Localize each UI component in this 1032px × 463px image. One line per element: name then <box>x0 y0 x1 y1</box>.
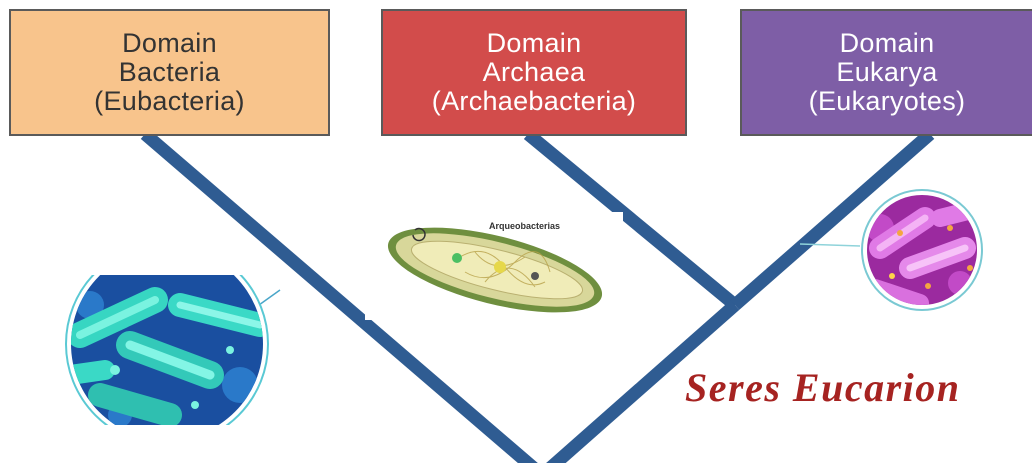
domain-eukarya-line2: Eukarya <box>836 57 938 87</box>
branch-eukarya <box>730 129 935 310</box>
archaea-image-label: Arqueobacterias <box>489 221 561 231</box>
domain-eukarya-line1: Domain <box>839 28 935 58</box>
domain-archaea-line3: (Archaebacteria) <box>431 86 637 116</box>
domain-archaea-line1: Domain <box>486 28 582 58</box>
eukarya-illustration <box>800 189 983 311</box>
domain-bacteria-box: Domain Bacteria (Eubacteria) <box>9 9 330 136</box>
domain-archaea-box: Domain Archaea (Archaebacteria) <box>381 9 687 136</box>
domain-bacteria-line2: Bacteria <box>118 57 221 87</box>
domain-eukarya-line3: (Eukaryotes) <box>808 86 966 116</box>
domain-eukarya-box: Domain Eukarya (Eukaryotes) <box>740 9 1032 136</box>
domain-archaea-line2: Archaea <box>482 57 586 87</box>
branch-archaea <box>523 128 740 311</box>
bacteria-illustration <box>65 275 281 425</box>
branch-bacteria <box>140 129 538 463</box>
domain-bacteria-line1: Domain <box>122 28 217 58</box>
domain-bacteria-line3: (Eubacteria) <box>94 86 245 116</box>
branch-archaea-eukarya-stem <box>546 300 740 463</box>
seres-eucarion-title: Seres Eucarion <box>685 365 961 410</box>
archaea-image: Arqueobacterias <box>365 212 623 320</box>
